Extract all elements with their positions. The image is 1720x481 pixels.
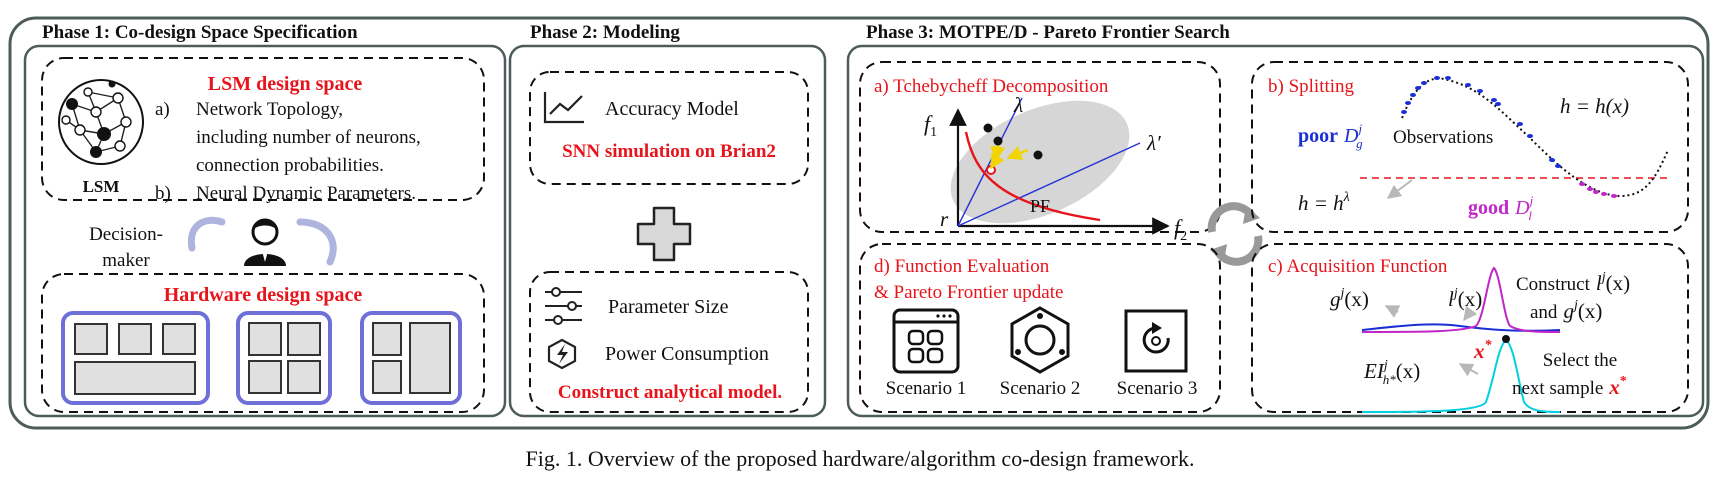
x-star-label: x* [1473, 338, 1493, 363]
observations-label: Observations [1393, 127, 1493, 148]
lsm-item-a-marker: a) [155, 99, 170, 120]
lsm-item-b-marker: b) [155, 183, 171, 204]
lsm-item-a-line-1: Network Topology, [196, 99, 343, 120]
hardware-design-space-title: Hardware design space [164, 284, 363, 306]
scenario-1-label: Scenario 1 [886, 378, 967, 399]
scenario-3-label: Scenario 3 [1117, 378, 1198, 399]
function-evaluation-title-2: & Pareto Frontier update [874, 282, 1063, 303]
hardware-design-space-box [41, 273, 485, 413]
scenario-2-label: Scenario 2 [1000, 378, 1081, 399]
parameter-size-label: Parameter Size [608, 296, 729, 318]
splitting-plot [1360, 76, 1669, 199]
tchebycheff-title: a) Tchebycheff Decomposition [874, 76, 1109, 97]
phase1-title: Phase 1: Co-design Space Specification [42, 22, 358, 43]
decision-maker-label-2: maker [102, 250, 150, 271]
l-density-label: lj(x) [1448, 286, 1482, 311]
acquisition-function-panel [1251, 243, 1689, 413]
phase1-panel [23, 44, 507, 418]
phase3-title: Phase 3: MOTPE/D - Pareto Frontier Searc… [866, 22, 1230, 43]
reference-point-label: r [940, 207, 949, 231]
analytical-model-label: Construct analytical model. [558, 382, 782, 403]
lambda-prime-label: λ′ [1146, 131, 1161, 155]
decision-maker-label-1: Decision- [89, 224, 163, 245]
phase2-panel [508, 44, 827, 418]
accuracy-model-box [529, 71, 809, 185]
lsm-item-a-line-3: connection probabilities. [196, 155, 384, 176]
scenario-3-icon [1124, 309, 1188, 373]
scenario-2-icon [1010, 306, 1070, 374]
select-label-1: Select the [1543, 350, 1617, 371]
acquisition-plot [1361, 266, 1561, 413]
hardware-config-1 [61, 311, 210, 405]
hardware-config-2 [236, 311, 332, 405]
plus-icon [636, 206, 692, 262]
g-density-label: gj(x) [1330, 286, 1369, 311]
cycle-arrows-icon [1207, 202, 1263, 266]
lsm-icon-label: LSM [83, 177, 120, 196]
hardware-config-3 [360, 311, 462, 405]
figure-caption: Fig. 1. Overview of the proposed hardwar… [526, 446, 1195, 471]
tchebycheff-plot [949, 97, 1170, 235]
lsm-design-space-box [41, 57, 485, 201]
snn-simulation-label: SNN simulation on Brian2 [562, 141, 776, 162]
lsm-item-b-text: Neural Dynamic Parameters. [196, 183, 416, 204]
phase3-panel [846, 44, 1705, 418]
lsm-network-icon [58, 79, 144, 165]
sliders-icon [545, 287, 582, 325]
accuracy-model-label: Accuracy Model [605, 98, 739, 120]
f2-axis-label: f2 [1174, 215, 1187, 244]
decision-maker-icon [187, 216, 337, 266]
lsm-design-space-title: LSM design space [208, 73, 363, 95]
outer-frame [8, 16, 1710, 430]
phase2-title: Phase 2: Modeling [530, 22, 680, 43]
h-lambda-label: h = hλ [1298, 190, 1350, 215]
power-icon [547, 338, 577, 370]
scenario-1-icon [892, 308, 960, 374]
lambda-label: λ [1013, 93, 1023, 117]
f1-axis-label: f1 [924, 111, 937, 140]
splitting-panel [1251, 61, 1689, 233]
function-evaluation-panel [859, 243, 1221, 413]
h-equation-label: h = h(x) [1560, 94, 1629, 118]
acquisition-function-title: c) Acquisition Function [1268, 256, 1448, 277]
analytical-model-box [529, 271, 809, 413]
lsm-item-a-line-2: including number of neurons, [196, 127, 421, 148]
line-chart-icon [543, 92, 584, 124]
tchebycheff-panel [859, 61, 1221, 233]
pareto-front-label: PF [1030, 196, 1050, 216]
splitting-title: b) Splitting [1268, 76, 1355, 97]
function-evaluation-title-1: d) Function Evaluation [874, 256, 1050, 277]
power-consumption-label: Power Consumption [605, 343, 769, 365]
